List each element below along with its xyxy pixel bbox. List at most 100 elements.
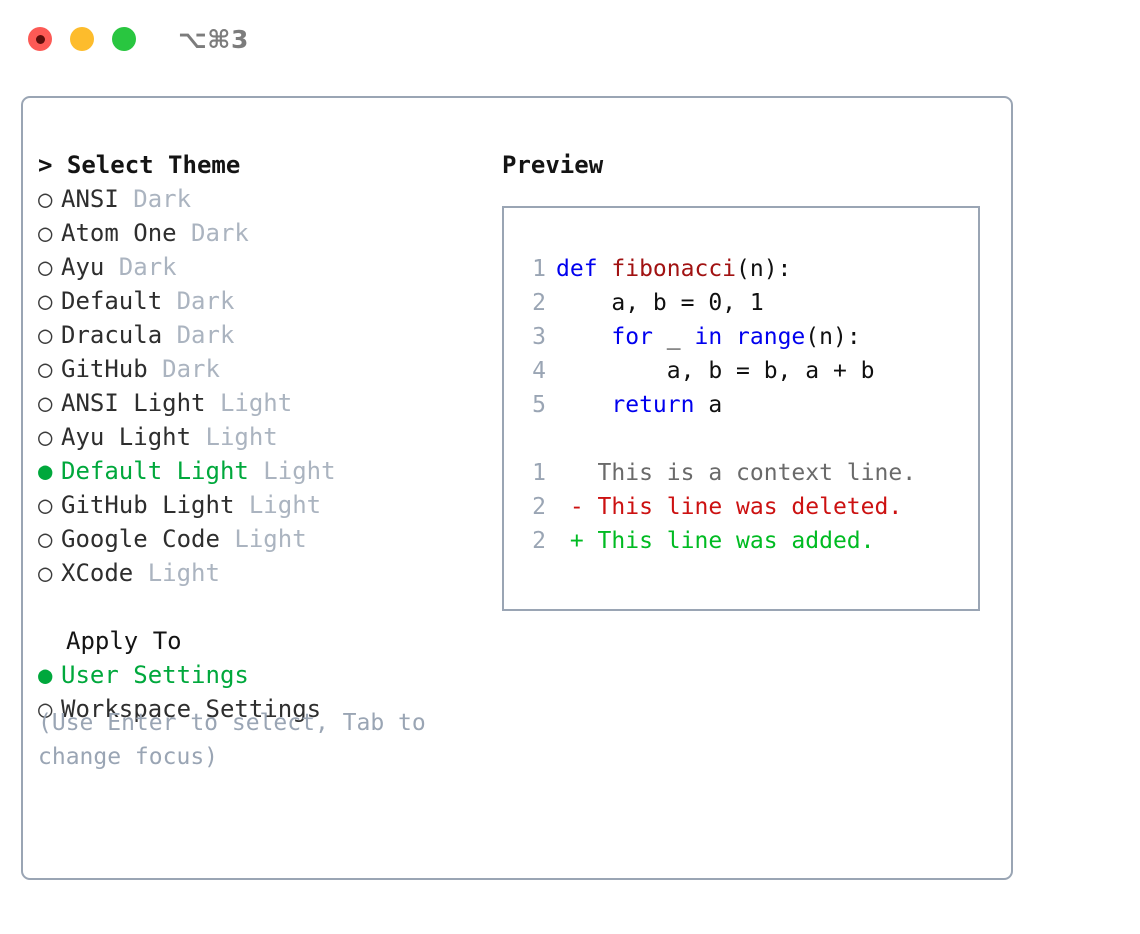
code-token-kw: range [736, 324, 806, 350]
radio-empty-icon: ○ [38, 525, 67, 553]
diff-marker [556, 460, 584, 486]
theme-option-label: Dracula [61, 321, 163, 349]
select-theme-label [52, 151, 66, 179]
theme-option-google-code[interactable]: ○ Google Code Light [38, 522, 488, 556]
line-number: 2 [532, 290, 546, 316]
code-token-plain: a, b = 0, 1 [556, 290, 764, 316]
theme-mode-badge: Light [133, 559, 220, 587]
code-token-plain [556, 392, 611, 418]
radio-selected-icon: ● [38, 457, 67, 485]
diff-sample: 1 This is a context line. 2 - This line w… [518, 456, 972, 558]
preview-title: Preview [502, 151, 604, 179]
title-bar: ⌥⌘3 [0, 0, 1140, 78]
radio-empty-icon: ○ [38, 491, 67, 519]
code-token-plain [556, 324, 611, 350]
diff-text: This is a context line. [583, 460, 917, 486]
diff-line-added: 2 + This line was added. [518, 524, 972, 558]
theme-mode-badge: Light [191, 423, 278, 451]
radio-empty-icon: ○ [38, 389, 67, 417]
theme-option-atom-one[interactable]: ○ Atom One Dark [38, 216, 488, 250]
theme-option-label: GitHub Light [61, 491, 235, 519]
close-button[interactable] [28, 27, 52, 51]
theme-option-github-light[interactable]: ○ GitHub Light Light [38, 488, 488, 522]
code-token-plain [722, 324, 736, 350]
code-token-plain: (n): [805, 324, 861, 350]
theme-option-label: Atom One [61, 219, 177, 247]
minimize-button[interactable] [70, 27, 94, 51]
theme-option-ansi[interactable]: ○ ANSI Dark [38, 182, 488, 216]
line-number: 1 [532, 256, 546, 282]
radio-empty-icon: ○ [38, 695, 67, 723]
theme-option-label: ANSI [61, 185, 119, 213]
theme-option-default-light[interactable]: ● Default Light Light [38, 454, 488, 488]
radio-empty-icon: ○ [38, 355, 67, 383]
apply-to-option-label: Workspace Settings [61, 695, 322, 723]
main-panel: > Select Theme ○ ANSI Dark○ Atom One Dar… [21, 96, 1013, 880]
diff-marker: + [556, 528, 584, 554]
code-line: 4 a, b = b, a + b [518, 354, 972, 388]
apply-to-option-workspace-settings[interactable]: ○ Workspace Settings [38, 692, 488, 726]
select-theme-title: Select Theme [66, 151, 241, 179]
theme-option-dracula[interactable]: ○ Dracula Dark [38, 318, 488, 352]
code-token-fn: fibonacci [611, 256, 737, 282]
code-token-kw: in [694, 324, 723, 350]
caret-icon: > [38, 151, 53, 179]
diff-text: This line was deleted. [583, 494, 903, 520]
code-diff-spacer [518, 422, 972, 456]
theme-option-default[interactable]: ○ Default Dark [38, 284, 488, 318]
apply-to-list: ● User Settings○ Workspace Settings [38, 658, 488, 726]
window-shortcut-title: ⌥⌘3 [178, 24, 249, 54]
code-token-kw: for [611, 324, 653, 350]
apply-to-option-user-settings[interactable]: ● User Settings [38, 658, 488, 692]
keyboard-hint: (Use Enter to select, Tab to change focu… [38, 710, 440, 770]
theme-mode-badge: Dark [147, 355, 220, 383]
theme-option-ansi-light[interactable]: ○ ANSI Light Light [38, 386, 488, 420]
radio-empty-icon: ○ [38, 253, 67, 281]
line-number: 2 [532, 528, 546, 554]
theme-picker-column: > Select Theme ○ ANSI Dark○ Atom One Dar… [38, 148, 488, 726]
theme-mode-badge: Dark [104, 253, 177, 281]
apply-to-header: Apply To [66, 627, 182, 655]
theme-mode-badge: Dark [118, 185, 192, 213]
theme-option-xcode[interactable]: ○ XCode Light [38, 556, 488, 590]
theme-option-label: Google Code [61, 525, 220, 553]
theme-option-label: GitHub [61, 355, 148, 383]
line-number: 4 [532, 358, 546, 384]
code-token-plain: (n): [736, 256, 792, 282]
list-spacer [38, 590, 488, 624]
theme-option-ayu[interactable]: ○ Ayu Dark [38, 250, 488, 284]
radio-empty-icon: ○ [38, 559, 67, 587]
maximize-button[interactable] [112, 27, 136, 51]
radio-empty-icon: ○ [38, 287, 67, 315]
theme-mode-badge: Light [248, 457, 336, 485]
theme-mode-badge: Light [234, 491, 322, 519]
theme-option-label: XCode [61, 559, 134, 587]
diff-marker: - [556, 494, 584, 520]
theme-option-github[interactable]: ○ GitHub Dark [38, 352, 488, 386]
apply-to-option-label: User Settings [61, 661, 249, 689]
theme-option-ayu-light[interactable]: ○ Ayu Light Light [38, 420, 488, 454]
radio-empty-icon: ○ [38, 321, 67, 349]
radio-empty-icon: ○ [38, 219, 67, 247]
code-token-plain: _ [652, 324, 695, 350]
diff-line-deleted: 2 - This line was deleted. [518, 490, 972, 524]
theme-mode-badge: Light [205, 389, 293, 417]
line-number: 1 [532, 460, 546, 486]
theme-mode-badge: Dark [162, 321, 235, 349]
theme-mode-badge: Dark [162, 287, 235, 315]
theme-option-label: Ayu Light [61, 423, 192, 451]
line-number: 3 [532, 324, 546, 350]
theme-option-label: Ayu [61, 253, 105, 281]
radio-selected-icon: ● [38, 661, 67, 689]
code-line: 3 for _ in range(n): [518, 320, 972, 354]
line-number: 2 [532, 494, 546, 520]
code-line: 5 return a [518, 388, 972, 422]
select-theme-header: > Select Theme [38, 148, 488, 182]
theme-list: ○ ANSI Dark○ Atom One Dark○ Ayu Dark○ De… [38, 182, 488, 590]
